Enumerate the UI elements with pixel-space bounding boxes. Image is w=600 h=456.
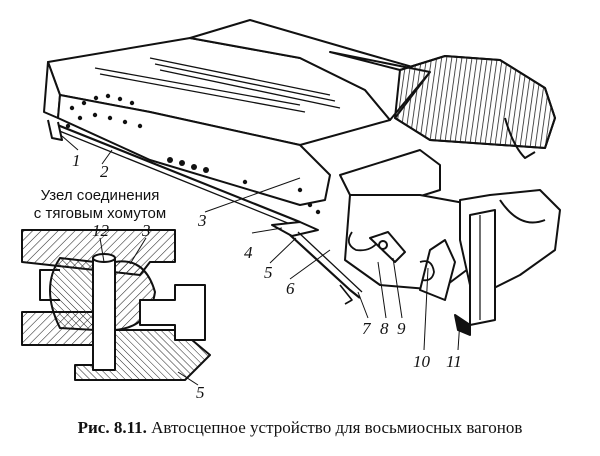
leader-lines: [61, 135, 461, 351]
callout-6: 6: [286, 279, 295, 298]
inset-title-line1: Узел соединения: [40, 187, 160, 204]
figure-number: Рис. 8.11.: [77, 418, 147, 437]
inset-callout-5: 5: [196, 383, 205, 402]
callout-10: 10: [413, 352, 430, 371]
inset-title-line2: с тяговым хомутом: [33, 205, 167, 222]
inset-callout-12: 12: [92, 221, 109, 240]
callout-9: 9: [397, 319, 406, 338]
figure-caption-text: Автосцепное устройство для восьмиосных в…: [151, 418, 523, 437]
body-end-frame: [189, 19, 556, 159]
callout-7: 7: [362, 319, 371, 338]
callout-1: 1: [72, 151, 81, 170]
callout-5: 5: [264, 263, 273, 282]
callout-11: 11: [446, 352, 462, 371]
callout-2: 2: [100, 162, 109, 181]
inset-title: Узел соединения с тяговым хомутом: [2, 187, 198, 223]
callout-8: 8: [380, 319, 389, 338]
inset-leader-lines: [99, 237, 199, 386]
inset-callout-3: 3: [142, 221, 151, 240]
coupler-head: [339, 149, 561, 336]
callout-4: 4: [244, 243, 253, 262]
figure-caption: Рис. 8.11. Автосцепное устройство для во…: [0, 418, 600, 438]
yoke-joint-inset: [21, 229, 211, 381]
center-sill: [43, 37, 391, 229]
callout-3: 3: [198, 211, 207, 230]
uncoupling-lever: [271, 221, 435, 305]
